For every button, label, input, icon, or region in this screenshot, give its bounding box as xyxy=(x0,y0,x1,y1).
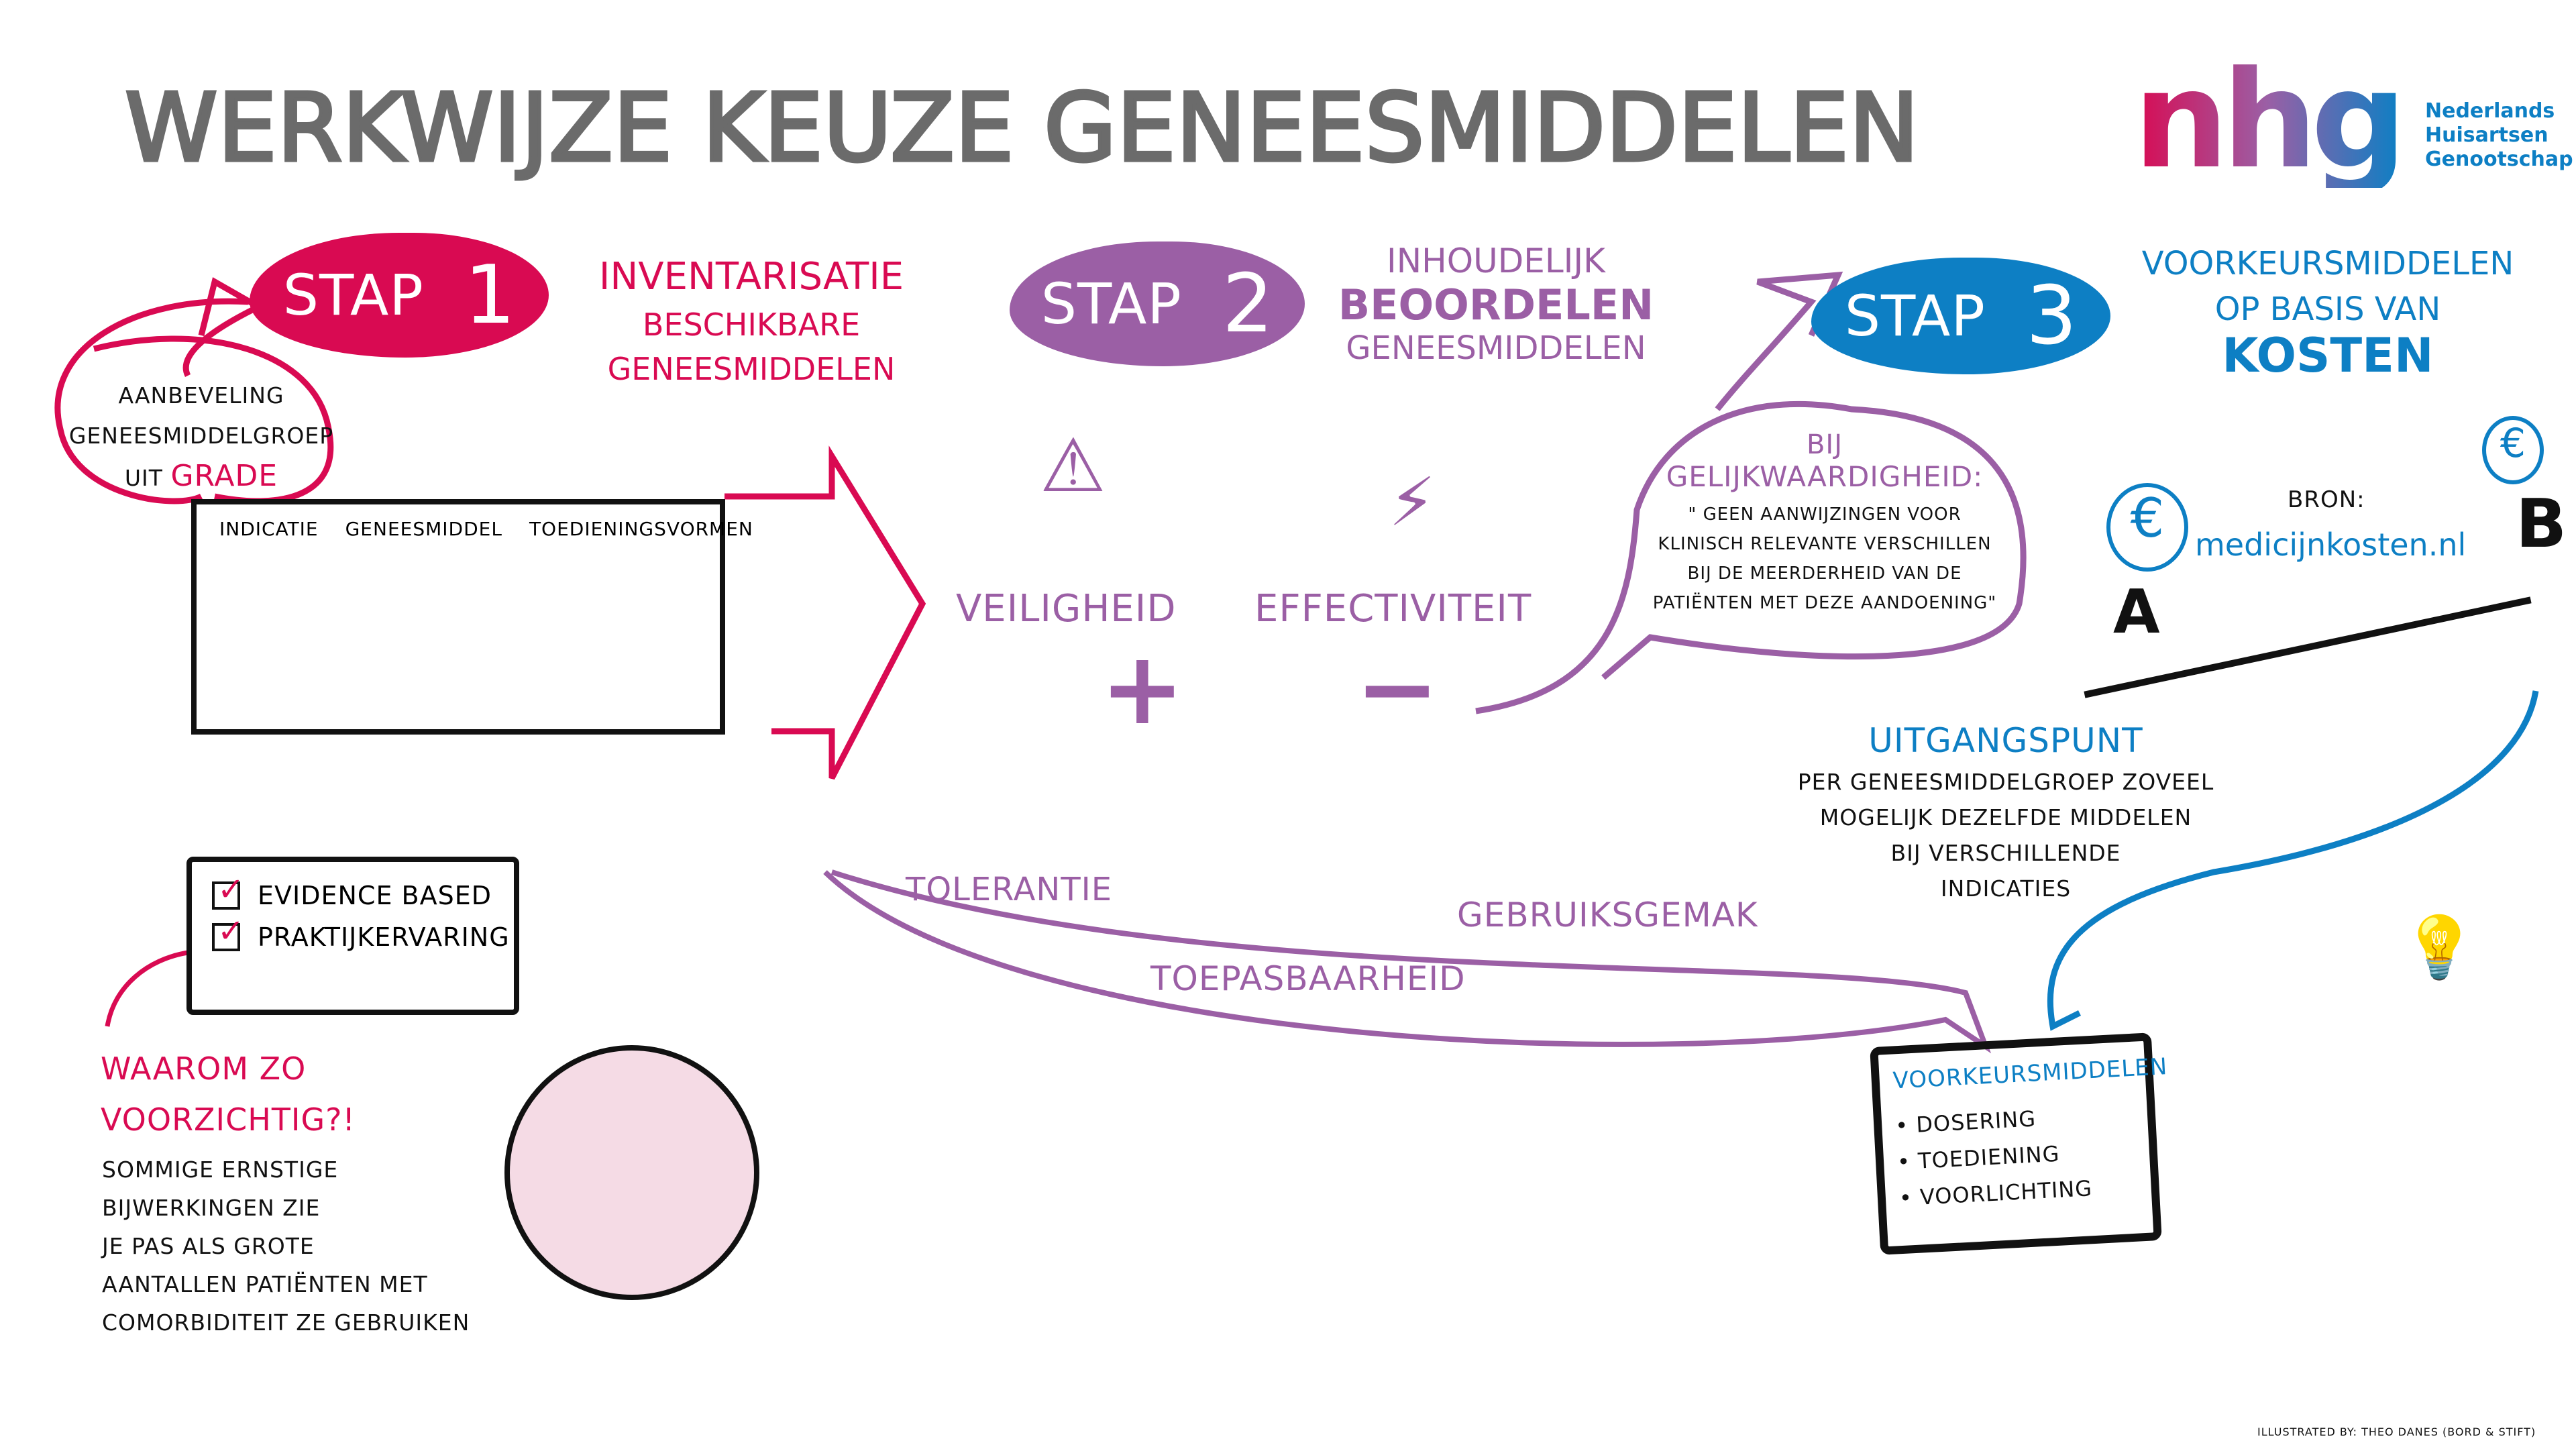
text-line: aantallen patiënten met xyxy=(102,1271,428,1297)
nhg-name-line: Genootschap xyxy=(2425,148,2573,171)
stap-number: 1 xyxy=(464,248,516,342)
lightbulb-icon: 💡 xyxy=(2402,912,2477,983)
stap-number: 3 xyxy=(2025,269,2078,363)
stap-label: Stap xyxy=(1040,271,1182,337)
waarom-heading: Waarom zo voorzichtig?! xyxy=(101,1043,356,1145)
warning-icon: ⚠ xyxy=(1040,423,1106,508)
heading-line: Inhoudelijk xyxy=(1387,241,1605,280)
monitor: Voorkeursmiddelen • Dosering • Toedienin… xyxy=(1870,1032,2169,1255)
text-line: mogelijk dezelfde middelen xyxy=(1819,804,2192,830)
criterion-gebruiksgemak: Gebruiksgemak xyxy=(1457,896,1758,934)
uitgangspunt-heading: Uitgangspunt xyxy=(1868,721,2143,760)
criterion-veiligheid: Veiligheid xyxy=(956,587,1177,631)
text-line: bijwerkingen zie xyxy=(102,1195,321,1221)
big-arrow-pink xyxy=(724,445,926,780)
uitgangspunt: Uitgangspunt Per geneesmiddelgroep zovee… xyxy=(1771,721,2241,906)
board-column-header: Indicatie xyxy=(219,518,319,540)
stap1-loop-arrow xyxy=(54,277,264,504)
nhg-name: Nederlands Huisartsen Genootschap xyxy=(2425,99,2573,172)
checklist-box: Evidence based Praktijkervaring xyxy=(186,857,519,1015)
heading-line: beschikbare xyxy=(642,307,861,343)
scale-label-a: A xyxy=(2113,577,2160,647)
stap3-heading: Voorkeursmiddelen op basis van kosten xyxy=(2127,245,2529,383)
heading-line: geneesmiddelen xyxy=(1346,329,1646,367)
money-bag-a-icon: € xyxy=(2106,483,2188,572)
stap3-bubble xyxy=(2047,690,2539,1031)
monitor-heading: Voorkeursmiddelen xyxy=(1892,1053,2169,1095)
whiteboard: Indicatie Geneesmiddel Toedieningsvormen xyxy=(191,499,753,735)
criterion-toepasbaarheid: Toepasbaarheid xyxy=(1150,959,1466,998)
text-line: comorbiditeit ze gebruiken xyxy=(102,1309,470,1336)
checklist-item: Evidence based xyxy=(258,881,492,910)
quote-line: bij de meerderheid van de xyxy=(1687,564,1962,584)
checkbox-checked-icon xyxy=(212,912,245,951)
checkbox-checked-icon xyxy=(212,871,245,910)
scale-minus-icon: − xyxy=(1355,631,1440,747)
nhg-name-line: Nederlands xyxy=(2425,99,2555,123)
stap3-badge: Stap 3 xyxy=(1811,258,2110,374)
stap-label: Stap xyxy=(282,262,424,328)
text-line: je pas als grote xyxy=(102,1233,315,1259)
heading-line: op basis van xyxy=(2214,290,2441,328)
heading-line: Voorkeursmiddelen xyxy=(2141,245,2514,282)
heading-line: voorzichtig?! xyxy=(101,1102,356,1138)
stap2-badge: Stap 2 xyxy=(1010,241,1305,366)
monitor-item: Toediening xyxy=(1917,1140,2061,1174)
grade-label: GRADE xyxy=(170,459,278,493)
monitor-item: Dosering xyxy=(1915,1106,2037,1138)
board-column-header: Toedieningsvormen xyxy=(529,518,753,540)
scale-label-b: B xyxy=(2516,484,2567,563)
nhg-name-line: Huisartsen xyxy=(2425,123,2548,147)
text-line: Sommige ernstige xyxy=(102,1157,339,1183)
scale-plus-icon: + xyxy=(1100,631,1185,747)
quote-line: klinisch relevante verschillen xyxy=(1658,534,1992,554)
bubble-line: uit xyxy=(124,465,163,491)
quote-line: " Geen aanwijzingen voor xyxy=(1688,504,1962,525)
heading-line: beoordelen xyxy=(1338,280,1654,329)
nhg-logo: nhg xyxy=(2133,42,2407,199)
heading-line: kosten xyxy=(2222,328,2434,383)
globe xyxy=(504,1045,759,1300)
illustrator-credit: Illustrated by: Theo Danes (Bord & Stift… xyxy=(2257,1426,2536,1438)
waarom-pointer xyxy=(105,950,189,1027)
stap2-table-bubble xyxy=(823,869,1992,1054)
aanbeveling-bubble: Aanbeveling geneesmiddelgroep uit GRADE xyxy=(67,376,335,498)
gelijkwaardigheid-text: Bij gelijkwaardigheid: " Geen aanwijzing… xyxy=(1637,429,2012,618)
money-bag-b-icon: € xyxy=(2482,416,2544,484)
text-line: Per geneesmiddelgroep zoveel xyxy=(1797,769,2214,795)
bubble-line: geneesmiddelgroep xyxy=(68,423,334,449)
stap1-heading: Inventarisatie beschikbare geneesmiddele… xyxy=(564,255,939,387)
bron-link[interactable]: medicijnkosten.nl xyxy=(2195,527,2467,563)
text-line: indicaties xyxy=(1940,875,2072,902)
bubble-line: Aanbeveling xyxy=(118,382,284,409)
waarom-text: Sommige ernstige bijwerkingen zie je pas… xyxy=(102,1150,470,1342)
criterion-tolerantie: Tolerantie xyxy=(906,871,1113,908)
criterion-effectiviteit: Effectiviteit xyxy=(1254,587,1532,631)
stap1-badge: Stap 1 xyxy=(250,233,549,358)
heading-line: Waarom zo xyxy=(101,1051,307,1087)
bron-label: Bron: xyxy=(2288,486,2365,513)
heading-line: Bij xyxy=(1806,429,1843,460)
lightning-icon: ⚡ xyxy=(1389,463,1436,541)
page-title: Werkwijze keuze geneesmiddelen xyxy=(123,72,1921,185)
stap-label: Stap xyxy=(1844,283,1986,349)
stap2-heading: Inhoudelijk beoordelen geneesmiddelen xyxy=(1335,241,1657,367)
monitor-item: Voorlichting xyxy=(1919,1175,2093,1210)
heading-line: Inventarisatie xyxy=(598,255,904,299)
gelijkwaardigheid-bubble xyxy=(1475,271,2027,714)
stap-number: 2 xyxy=(1222,257,1274,351)
quote-line: patiënten met deze aandoening" xyxy=(1652,593,1997,613)
checklist-item: Praktijkervaring xyxy=(258,922,510,952)
board-column-header: Geneesmiddel xyxy=(345,518,502,540)
heading-line: gelijkwaardigheid: xyxy=(1666,460,1984,493)
text-line: bij verschillende xyxy=(1890,840,2121,866)
heading-line: geneesmiddelen xyxy=(607,351,896,387)
